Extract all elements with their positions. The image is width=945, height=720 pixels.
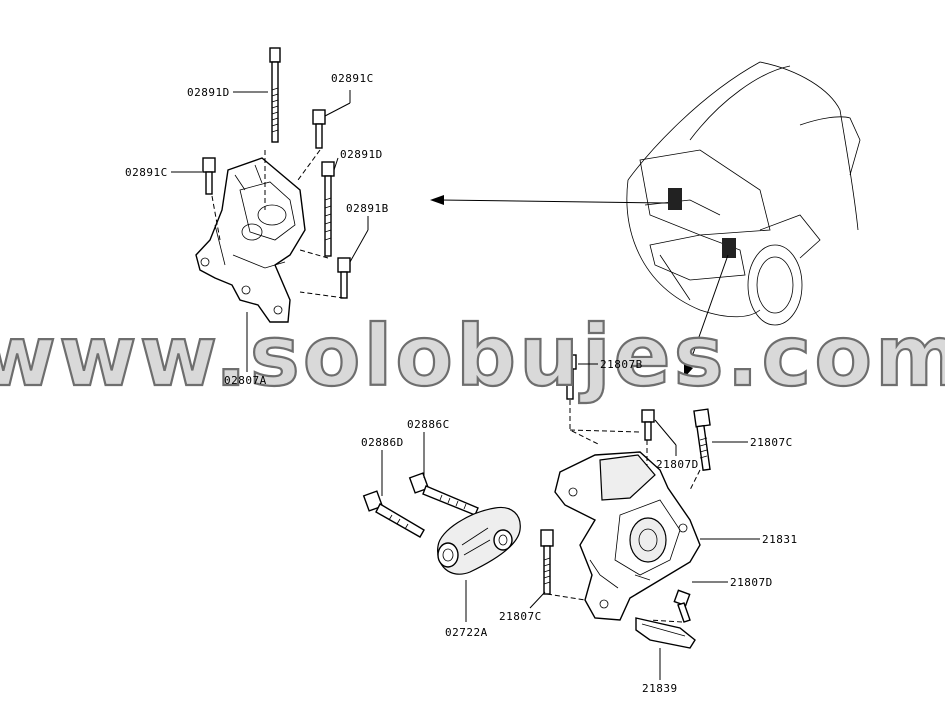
leader-lines bbox=[171, 90, 760, 680]
bolt-02886d bbox=[362, 490, 425, 538]
label-02886d: 02886D bbox=[361, 436, 404, 449]
mount-02722a-body bbox=[437, 506, 521, 575]
label-02891c-top: 02891C bbox=[331, 72, 374, 85]
bolt-21807c-low bbox=[540, 529, 554, 595]
mount-21831-body bbox=[554, 451, 701, 621]
highlight-mount-lower bbox=[722, 238, 736, 258]
label-21807c-right: 21807C bbox=[750, 436, 793, 449]
label-21807c-low: 21807C bbox=[499, 610, 542, 623]
label-02891d-right: 02891D bbox=[340, 148, 383, 161]
car-engine-bay-illustration bbox=[626, 61, 861, 326]
label-21807b: 21807B bbox=[600, 358, 643, 371]
mount-02807a-body bbox=[195, 157, 306, 323]
bolt-21807c-right bbox=[693, 408, 711, 471]
label-21839: 21839 bbox=[642, 682, 678, 695]
label-02891d-top: 02891D bbox=[187, 86, 230, 99]
label-02807a: 02807A bbox=[224, 374, 267, 387]
label-21807d-mid: 21807D bbox=[656, 458, 699, 471]
mount-21831-assembly bbox=[540, 354, 711, 649]
bolt-02891d-right bbox=[321, 161, 335, 257]
callout-arrows bbox=[430, 195, 729, 378]
highlight-mount-upper bbox=[668, 188, 682, 210]
label-02722a: 02722A bbox=[445, 626, 488, 639]
bracket-21839 bbox=[635, 617, 696, 649]
label-02891b: 02891B bbox=[346, 202, 389, 215]
label-21831: 21831 bbox=[762, 533, 798, 546]
bolt-02891c-left bbox=[202, 157, 216, 195]
watermark-text: www.solobujes.com bbox=[0, 307, 945, 405]
bolt-02891b bbox=[337, 257, 351, 299]
mount-02807a-assembly bbox=[195, 47, 351, 323]
label-02886c: 02886C bbox=[407, 418, 450, 431]
bolt-02891d-top bbox=[269, 47, 281, 143]
mount-02722a-assembly bbox=[362, 472, 521, 575]
bolt-21807d-low bbox=[673, 589, 691, 623]
label-02891c-left: 02891C bbox=[125, 166, 168, 179]
bolt-02886c bbox=[408, 472, 479, 516]
label-21807d-low: 21807D bbox=[730, 576, 773, 589]
part-labels: 02891D 02891C 02891C 02891D 02891B 02807… bbox=[125, 72, 798, 695]
bolt-21807d-mid bbox=[641, 409, 655, 441]
bolt-02891c-top bbox=[312, 109, 326, 149]
bolt-21807b bbox=[563, 354, 577, 400]
